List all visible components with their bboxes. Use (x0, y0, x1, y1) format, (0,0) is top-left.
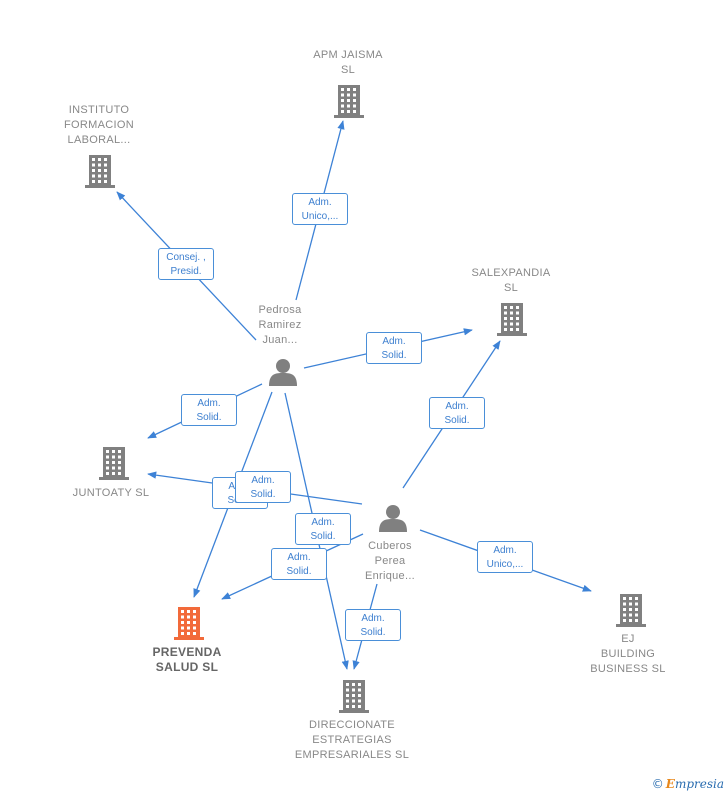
relation-label-line: Adm. (197, 398, 221, 409)
relation-label-line: Unico,... (486, 559, 524, 570)
copyright-icon: © (651, 777, 664, 791)
relation-label-cuberos-ej[interactable]: Adm. Unico,... (477, 541, 533, 573)
company-salexpandia-building-icon[interactable] (497, 303, 527, 336)
company-juntoaty-label-line: JUNTOATY SL (72, 487, 150, 499)
company-direccionate-label-line: DIRECCIONATE (309, 719, 395, 731)
company-direccionate-label-line: ESTRATEGIAS (312, 734, 392, 746)
company-instituto-label-line: INSTITUTO (68, 104, 130, 116)
company-ej-label-line: BUSINESS SL (590, 663, 666, 675)
relation-label-line: Adm. (361, 613, 385, 624)
relation-label-cuberos-direccionate[interactable]: Adm. Solid. (345, 609, 401, 641)
relation-label-cuberos-salexpandia[interactable]: Adm. Solid. (429, 397, 485, 429)
company-ej-label-line: BUILDING (600, 648, 656, 660)
relation-label-pedrosa-salexpandia[interactable]: Adm. Solid. (366, 332, 422, 364)
company-instituto-label-line: FORMACION (64, 119, 134, 131)
person-pedrosa-label-line: Pedrosa (258, 304, 302, 316)
brand-name: mpresia (674, 777, 724, 791)
relation-label-pedrosa-juntoaty[interactable]: Adm. Solid. (181, 394, 237, 426)
company-direccionate-building-icon[interactable] (339, 680, 369, 713)
relation-label-line: Unico,... (301, 211, 339, 222)
relation-label-line: Solid. (286, 566, 312, 577)
company-direccionate-label: DIRECCIONATE ESTRATEGIAS EMPRESARIALES SL (272, 718, 432, 763)
company-apm-building-icon[interactable] (334, 85, 364, 118)
company-ej-label: EJ BUILDING BUSINESS SL (548, 632, 708, 677)
person-cuberos-person-icon[interactable] (379, 505, 407, 532)
company-ej-label-line: EJ (621, 633, 635, 645)
relation-label-line: Adm. (382, 336, 406, 347)
company-juntoaty-building-icon[interactable] (99, 447, 129, 480)
company-apm-label: APM JAISMA SL (268, 48, 428, 78)
person-pedrosa-label-line: Juan... (262, 334, 298, 346)
relation-label-line: Solid. (250, 489, 276, 500)
relation-label-line: Solid. (360, 627, 386, 638)
company-salexpandia-label: SALEXPANDIA SL (431, 266, 591, 296)
relation-label-line: Consej. , (166, 252, 206, 263)
relation-label-line: Adm. (251, 475, 275, 486)
company-instituto-label-line: LABORAL... (67, 134, 131, 146)
relation-label-pedrosa-apm[interactable]: Adm. Unico,... (292, 193, 348, 225)
company-direccionate-label-line: EMPRESARIALES SL (294, 749, 410, 761)
company-salexpandia-label-line: SL (503, 282, 519, 294)
relation-label-line: Solid. (310, 531, 336, 542)
company-apm-label-line: APM JAISMA (313, 49, 383, 61)
person-pedrosa-label-line: Ramirez (258, 319, 302, 331)
relation-label-cuberos-juntoaty[interactable]: Adm. Solid. (235, 471, 291, 503)
relation-label-pedrosa-instituto[interactable]: Consej. , Presid. (158, 248, 214, 280)
company-instituto-label: INSTITUTO FORMACION LABORAL... (19, 103, 179, 148)
brand-initial: E (665, 777, 675, 791)
relation-label-line: Adm. (287, 552, 311, 563)
company-apm-label-line: SL (340, 64, 356, 76)
relation-label-line: Adm. (311, 517, 335, 528)
relation-label-line: Solid. (381, 350, 407, 361)
company-prevenda-label-line: SALUD SL (155, 660, 219, 674)
person-cuberos-label-line: Cuberos (368, 540, 412, 552)
relation-label-line: Adm. (493, 545, 517, 556)
relation-label-pedrosa-direccionate[interactable]: Adm. Solid. (295, 513, 351, 545)
relation-label-cuberos-prevenda[interactable]: Adm. Solid. (271, 548, 327, 580)
person-pedrosa-person-icon[interactable] (269, 359, 297, 386)
company-prevenda-label-line: PREVENDA (152, 645, 222, 659)
relation-label-line: Adm. (445, 401, 469, 412)
empresia-credit[interactable]: ©Empresia (652, 777, 724, 791)
company-ej-building-icon[interactable] (616, 594, 646, 627)
relation-label-line: Solid. (444, 415, 470, 426)
company-salexpandia-label-line: SALEXPANDIA (471, 267, 551, 279)
person-cuberos-label-line: Enrique... (364, 570, 416, 582)
company-juntoaty-label: JUNTOATY SL (31, 486, 191, 501)
company-prevenda-building-icon[interactable] (174, 607, 204, 640)
relation-label-line: Solid. (196, 412, 222, 423)
person-cuberos-label-line: Perea (374, 555, 406, 567)
company-instituto-building-icon[interactable] (85, 155, 115, 188)
relation-label-line: Adm. (308, 197, 332, 208)
relation-label-line: Presid. (170, 266, 202, 277)
